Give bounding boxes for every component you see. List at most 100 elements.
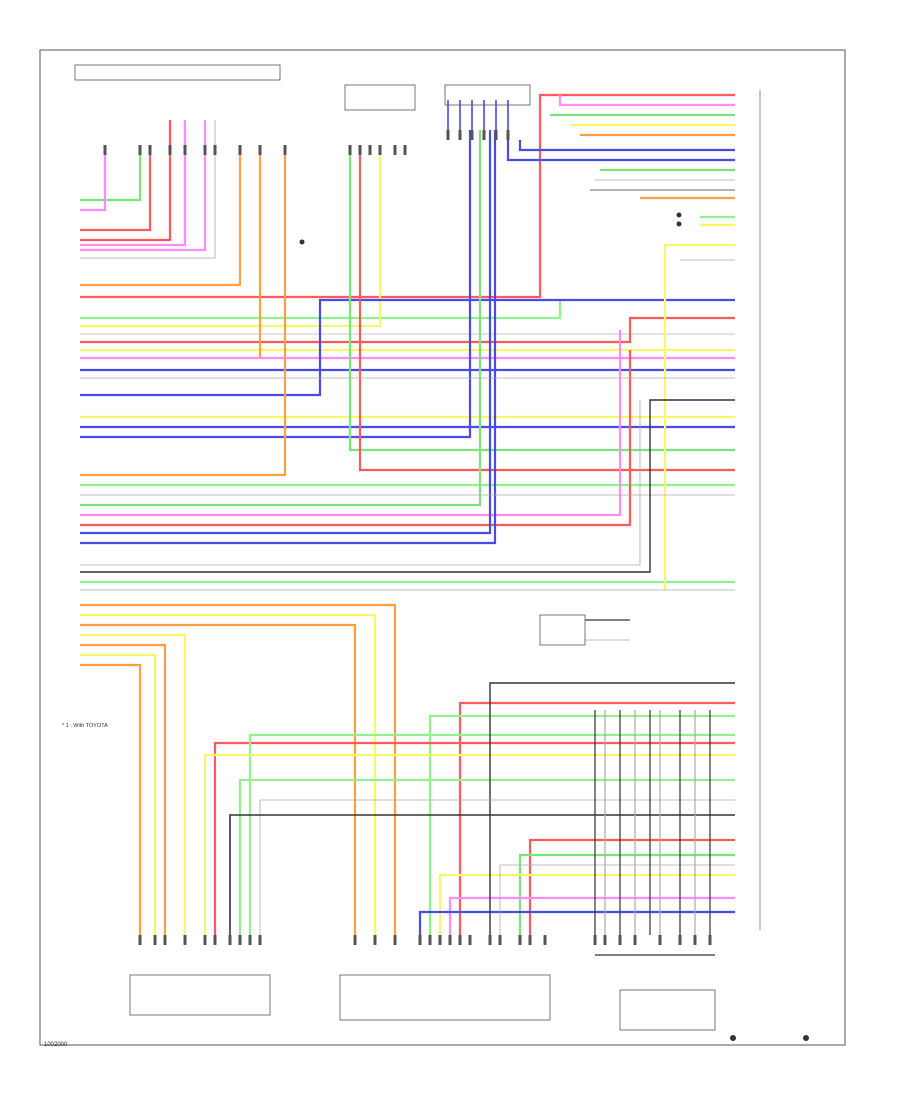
wire-yellow — [80, 150, 382, 328]
wire-blue — [80, 130, 497, 545]
wire-pink — [448, 896, 735, 935]
connector-pin — [482, 130, 486, 140]
connector-pin — [353, 935, 357, 945]
connector-pin — [658, 935, 662, 945]
connector-pin — [183, 145, 187, 155]
wire-pink — [80, 330, 622, 517]
connector-pin — [373, 935, 377, 945]
connector-pin — [258, 145, 262, 155]
component-box — [444, 84, 531, 106]
connector-pin — [438, 935, 442, 945]
wire-green — [80, 130, 482, 507]
connector-pin — [488, 935, 492, 945]
wire-yellow — [80, 633, 187, 935]
wire-pink — [80, 120, 207, 252]
wire-yellow — [663, 243, 735, 590]
component-box — [74, 64, 281, 81]
wire-orange — [80, 663, 142, 935]
connector-pin — [458, 935, 462, 945]
figure-code: 1002000 — [44, 1042, 68, 1048]
connector-pin — [228, 935, 232, 945]
connector-pin — [494, 130, 498, 140]
connector-pin — [213, 935, 217, 945]
component-box — [344, 84, 416, 111]
wire-yellow — [80, 653, 157, 935]
connector-pin — [358, 145, 362, 155]
connector-pin — [470, 130, 474, 140]
ground-symbol — [299, 212, 809, 1041]
connector-pin — [393, 145, 397, 155]
wire-white — [80, 120, 216, 259]
connector-pin — [203, 935, 207, 945]
wire-green — [518, 853, 735, 935]
connector-pin — [498, 935, 502, 945]
connector-pin — [458, 130, 462, 140]
connector-pin — [183, 935, 187, 945]
connector-pin — [446, 130, 450, 140]
wire-red — [358, 150, 735, 472]
wire-yellow — [203, 753, 735, 935]
connector-pin — [603, 935, 607, 945]
wire-red — [458, 701, 735, 935]
connector-pin — [163, 935, 167, 945]
connector-pin — [618, 935, 622, 945]
connector-pin — [593, 935, 597, 945]
wire-orange — [80, 145, 287, 477]
connector-pin — [168, 145, 172, 155]
connector-pin — [368, 145, 372, 155]
connector-pin — [468, 935, 472, 945]
connector-pin — [378, 145, 382, 155]
wire-orange — [80, 145, 242, 287]
connector-pin — [633, 935, 637, 945]
wire-green — [428, 714, 735, 935]
wire-green — [80, 145, 142, 202]
connector-pin — [348, 145, 352, 155]
wire-orange — [80, 603, 397, 935]
wire-red — [528, 838, 735, 935]
wire-red — [80, 93, 735, 299]
wire-green — [238, 778, 735, 935]
wire-orange — [80, 643, 167, 935]
connector-pin — [138, 935, 142, 945]
wire-blue — [418, 910, 735, 935]
wire-blue — [80, 298, 735, 397]
thin-wires — [80, 120, 735, 956]
component-box — [129, 974, 271, 1016]
connector-pin — [708, 935, 712, 945]
wire-pink — [80, 145, 107, 212]
wire-white — [259, 799, 735, 935]
wire-green — [348, 150, 735, 452]
connector-pin — [238, 145, 242, 155]
wire-yellow — [438, 873, 735, 935]
wire-orange — [80, 623, 357, 935]
connector-pin — [418, 935, 422, 945]
connector-pin — [693, 935, 697, 945]
wire-yellow — [80, 613, 377, 935]
connector-pin — [103, 145, 107, 155]
inline-switch — [539, 614, 586, 646]
wire-green — [248, 733, 735, 935]
wire-black — [229, 814, 735, 935]
component-box — [339, 974, 551, 1021]
wire-harness — [80, 93, 735, 935]
wire-red — [213, 741, 735, 935]
note-text: * 1 : With TOYOTA — [62, 723, 108, 729]
connector-pin — [678, 935, 682, 945]
connector-pin — [506, 130, 510, 140]
connector-pin — [518, 935, 522, 945]
wire-black — [489, 682, 735, 935]
wire-red — [80, 350, 632, 527]
connector-pin — [448, 935, 452, 945]
component-boxes — [74, 64, 716, 1031]
connector-pins — [103, 130, 712, 945]
wire-blue — [80, 130, 492, 535]
wire-blue — [80, 130, 472, 439]
connector-pin — [213, 145, 217, 155]
connector-pin — [203, 145, 207, 155]
wire-red — [80, 145, 152, 232]
wire-blue — [506, 140, 735, 162]
wire-blue — [518, 140, 735, 152]
connector-pin — [153, 935, 157, 945]
wire-black — [80, 399, 735, 573]
component-box — [619, 989, 716, 1031]
